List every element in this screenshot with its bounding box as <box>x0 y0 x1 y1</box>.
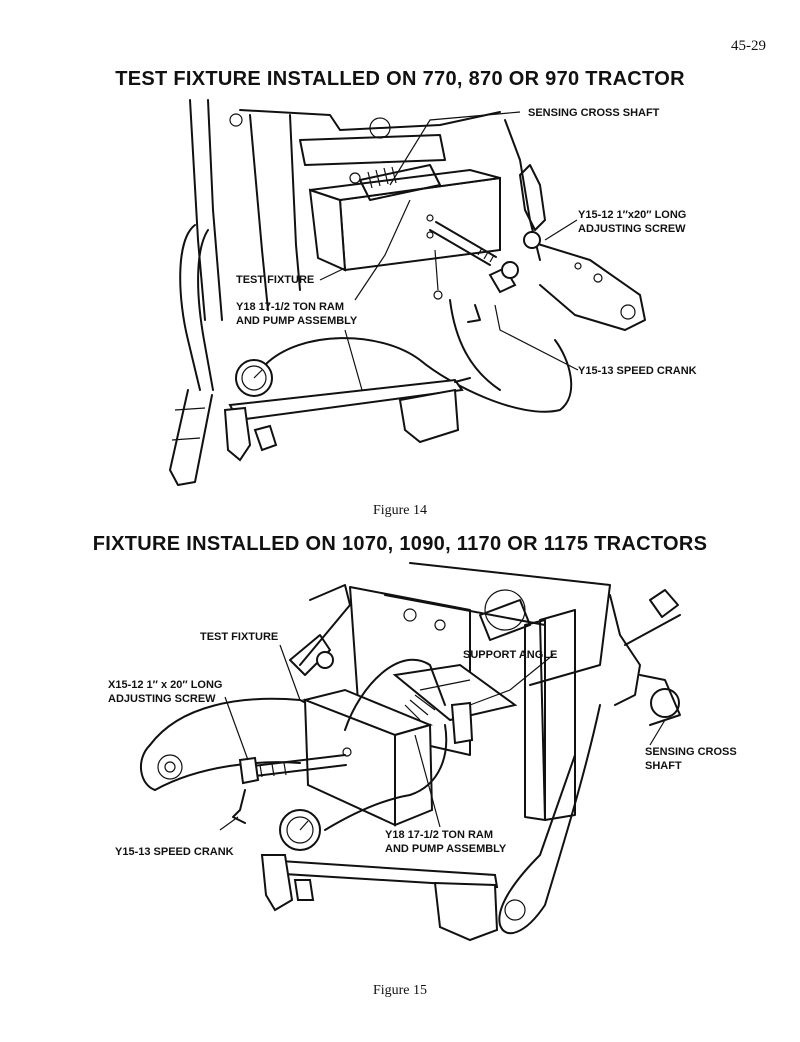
label-ram-line2: AND PUMP ASSEMBLY <box>236 315 358 327</box>
tractor-frame-drawing <box>169 99 646 486</box>
test-fixture-box-15 <box>301 688 434 827</box>
pump-assembly-15 <box>260 854 499 942</box>
label-ram-15-line1: Y18 17-1/2 TON RAM <box>385 829 493 841</box>
label-test-fixture-15: TEST FIXTURE <box>200 631 278 643</box>
label-sensing-cross-line2: SHAFT <box>645 760 682 772</box>
label-adjusting-screw-line2: ADJUSTING SCREW <box>578 223 686 235</box>
label-adjusting-screw-15-line2: ADJUSTING SCREW <box>108 693 216 705</box>
label-sensing-cross-line1: SENSING CROSS <box>645 746 737 758</box>
pressure-gauge-15 <box>279 809 321 851</box>
label-adjusting-screw-15-line1: X15-12 1″ x 20″ LONG <box>108 679 222 691</box>
pump-assembly <box>223 377 471 462</box>
label-speed-crank: Y15-13 SPEED CRANK <box>578 365 697 377</box>
figure-15-leader-lines <box>219 644 666 831</box>
label-test-fixture: TEST FIXTURE <box>236 274 314 286</box>
label-sensing-cross-shaft: SENSING CROSS SHAFT <box>528 107 660 119</box>
figure-14-leader-lines <box>319 111 579 391</box>
figure-14-caption: Figure 14 <box>372 503 428 518</box>
ram-cylinder-and-spring <box>359 164 441 201</box>
figure-14-illustration: SENSING CROSS SHAFT Y15-12 1″x20″ LONG A… <box>169 99 697 486</box>
lower-left-arm <box>140 697 331 791</box>
label-ram-line1: Y18 17-1/2 TON RAM <box>236 301 344 313</box>
support-angle <box>392 663 518 745</box>
label-support-angle: SUPPORT ANGLE <box>463 649 557 661</box>
figure-14-heading: TEST FIXTURE INSTALLED ON 770, 870 OR 97… <box>115 68 685 90</box>
label-speed-crank-15: Y15-13 SPEED CRANK <box>115 846 234 858</box>
hydraulic-hose <box>264 299 573 413</box>
adjusting-screw-15 <box>232 754 347 824</box>
figure-15-illustration: TEST FIXTURE SUPPORT ANGLE X15-12 1″ x 2… <box>108 562 737 942</box>
label-adjusting-screw-line1: Y15-12 1″x20″ LONG <box>578 209 686 221</box>
hydraulic-hoses-15 <box>324 658 448 831</box>
adjusting-screw <box>429 221 519 323</box>
figure-15-caption: Figure 15 <box>372 983 428 998</box>
figure-15-heading: FIXTURE INSTALLED ON 1070, 1090, 1170 OR… <box>92 533 708 555</box>
page-number: 45-29 <box>731 38 766 54</box>
pressure-gauge <box>235 359 273 397</box>
label-ram-15-line2: AND PUMP ASSEMBLY <box>385 843 507 855</box>
